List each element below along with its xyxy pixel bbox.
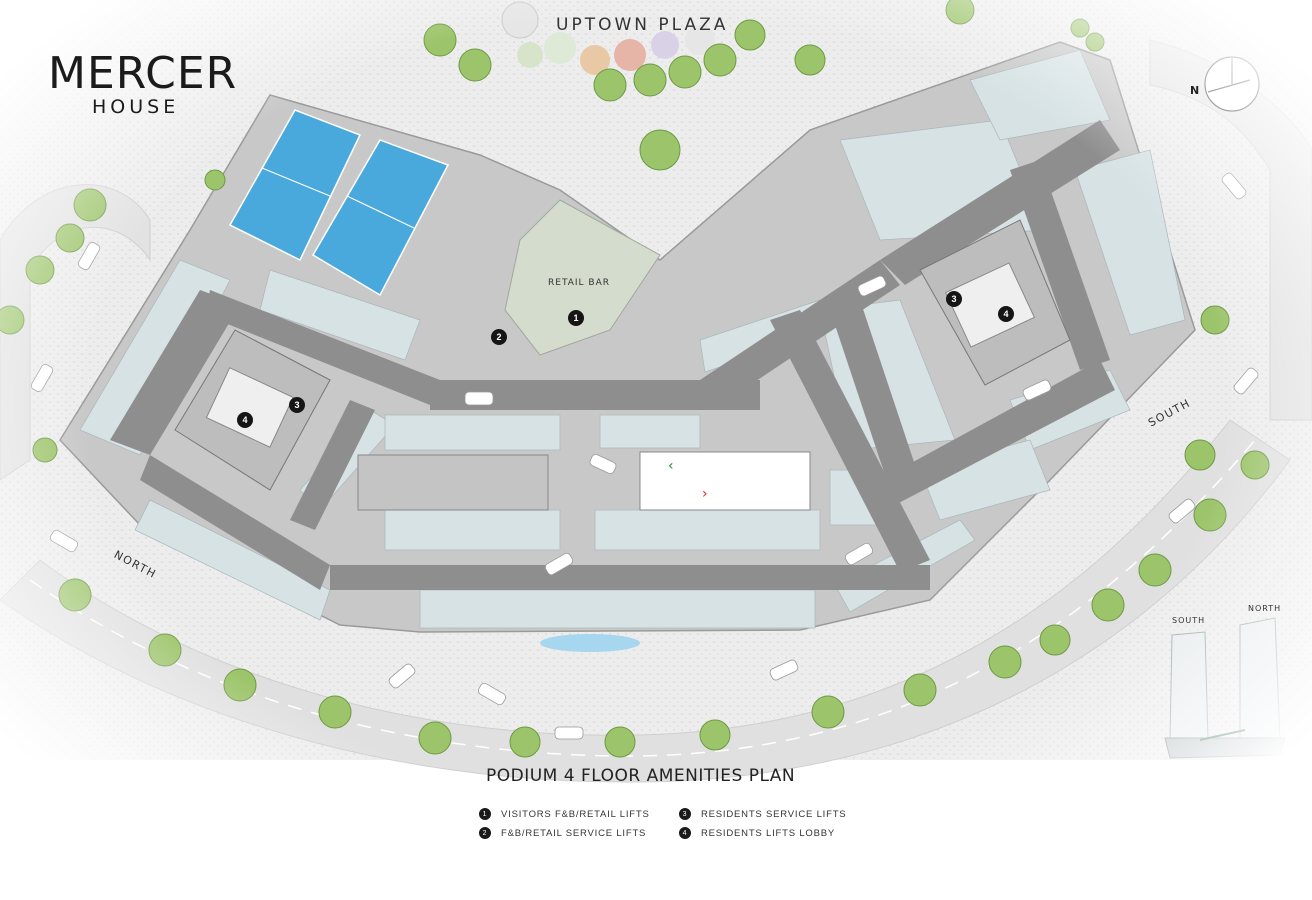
logo-subwordmark: HOUSE [92, 96, 180, 118]
legend-item: 3 RESIDENTS SERVICE LIFTS [679, 808, 846, 820]
legend-number-badge: 4 [679, 827, 691, 839]
lift-marker: 3 [946, 291, 962, 307]
lift-marker: 1 [568, 310, 584, 326]
lift-marker: 4 [237, 412, 253, 428]
plan-title: PODIUM 4 FLOOR AMENITIES PLAN [486, 766, 796, 786]
plaza-label: UPTOWN PLAZA [556, 15, 729, 35]
lift-marker: 3 [289, 397, 305, 413]
thumbnail-south-label: SOUTH [1172, 616, 1206, 625]
lift-marker: 2 [491, 329, 507, 345]
legend-item: 4 RESIDENTS LIFTS LOBBY [679, 827, 835, 839]
compass-north-label: N [1190, 84, 1200, 97]
logo-wordmark: MERCER [48, 48, 238, 99]
legend-label: RESIDENTS SERVICE LIFTS [701, 808, 847, 820]
thumbnail-north-label: NORTH [1248, 604, 1282, 613]
legend-item: 1 VISITORS F&B/RETAIL LIFTS [479, 808, 650, 820]
legend-label: F&B/RETAIL SERVICE LIFTS [501, 827, 647, 839]
lift-marker: 4 [998, 306, 1014, 322]
retail-bar-label: RETAIL BAR [548, 278, 611, 288]
legend-number-badge: 2 [479, 827, 491, 839]
legend-item: 2 F&B/RETAIL SERVICE LIFTS [479, 827, 646, 839]
legend-label: VISITORS F&B/RETAIL LIFTS [501, 808, 650, 820]
legend-label: RESIDENTS LIFTS LOBBY [701, 827, 835, 839]
legend-number-badge: 1 [479, 808, 491, 820]
legend-number-badge: 3 [679, 808, 691, 820]
